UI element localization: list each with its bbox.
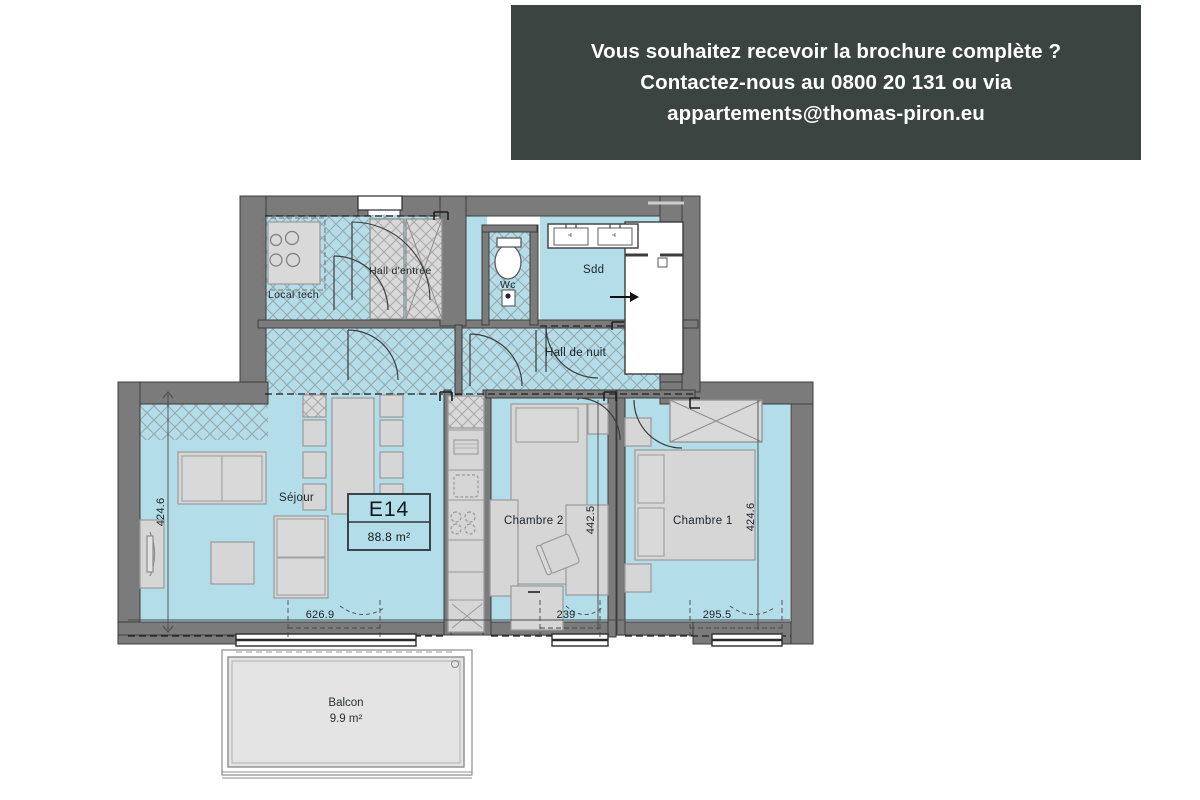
dimension-chambre2-width: 239 [557, 609, 576, 621]
unit-tag: E14 88.8 m² [347, 493, 431, 551]
room-label-chambre-2: Chambre 2 [504, 515, 564, 527]
dimension-texts: 424.6 626.9 442.5 239 424.6 295.5 [155, 498, 757, 621]
room-label-wc: Wc [500, 279, 516, 291]
windows [235, 195, 783, 647]
balcony: Balcon 9.9 m² [221, 649, 473, 779]
balcony-area: 9.9 m² [330, 713, 363, 725]
door-swings [333, 221, 683, 449]
direction-arrow-icon [610, 292, 639, 302]
dimension-sejour-width: 626.9 [306, 609, 335, 621]
furniture [139, 217, 763, 633]
dimension-sejour-height: 424.6 [155, 498, 167, 527]
room-label-sdd: Sdd [583, 264, 604, 276]
room-label-hall-de-nuit: Hall de nuit [545, 347, 607, 359]
dimension-lines [128, 391, 790, 638]
room-label-chambre-1: Chambre 1 [673, 515, 733, 527]
room-label-local-tech: Local tech [268, 289, 319, 301]
room-label-hall-entree: Hall d'entrée [369, 265, 432, 277]
balcony-label: Balcon [328, 697, 363, 709]
unit-code: E14 [369, 498, 409, 521]
banner-line-2: Contactez-nous au 0800 20 131 ou via [640, 71, 1012, 94]
contact-banner: Vous souhaitez recevoir la brochure comp… [511, 5, 1141, 160]
dimension-chambre1-height: 424.6 [745, 503, 757, 532]
banner-line-3: appartements@thomas-piron.eu [667, 102, 985, 125]
banner-line-1: Vous souhaitez recevoir la brochure comp… [590, 40, 1062, 63]
room-labels: Local tech Hall d'entrée Wc Sdd Hall de … [268, 264, 733, 527]
unit-area: 88.8 m² [368, 530, 411, 544]
door-jambs [433, 211, 700, 593]
dimension-chambre1-width: 295.5 [703, 609, 732, 621]
room-label-sejour: Séjour [279, 492, 314, 504]
dimension-chambre2-height: 442.5 [585, 506, 597, 535]
